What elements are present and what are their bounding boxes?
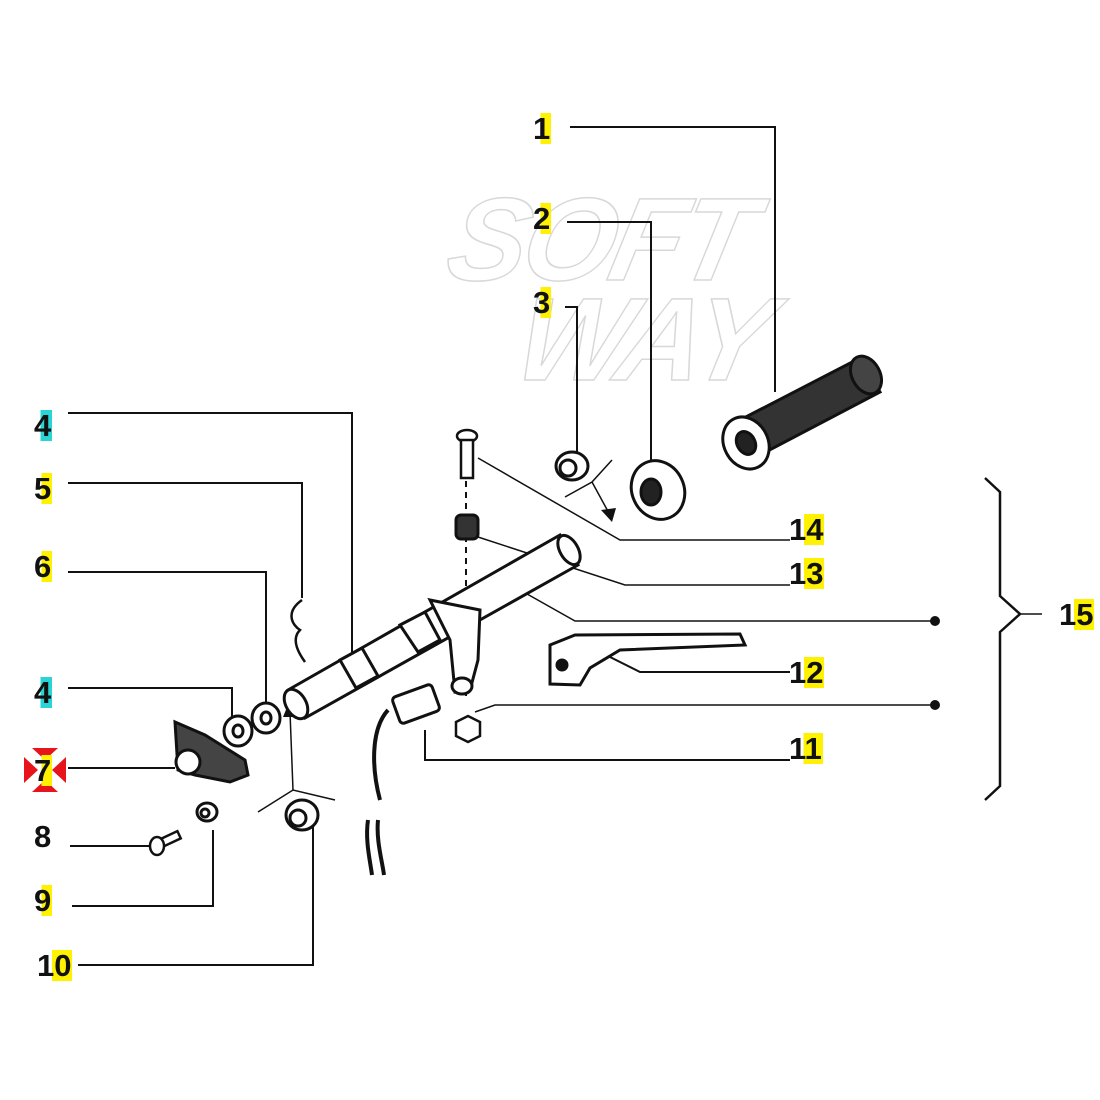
- part-bushing-3: [554, 450, 590, 482]
- callout-9[interactable]: 9: [33, 883, 53, 918]
- callout-1[interactable]: 1: [532, 111, 552, 146]
- part-grip-1: [721, 354, 884, 471]
- part-bushing-10: [284, 798, 320, 832]
- callout-6[interactable]: 6: [33, 549, 53, 584]
- leader-10: [78, 820, 314, 966]
- leader-2: [567, 221, 652, 468]
- leader-4b: [68, 687, 233, 720]
- callout-11[interactable]: 11: [788, 731, 823, 766]
- part-bolt-14: [455, 428, 479, 480]
- leader-15a: [519, 589, 935, 622]
- leader-6: [68, 571, 267, 706]
- leader-11: [424, 730, 790, 761]
- callout-4-bottom[interactable]: 4: [33, 675, 53, 710]
- leader-12: [599, 651, 790, 673]
- callout-14[interactable]: 14: [788, 512, 825, 547]
- callout-12[interactable]: 12: [788, 655, 825, 690]
- dot-15b: [930, 700, 940, 710]
- callout-13[interactable]: 13: [788, 556, 825, 591]
- callout-10[interactable]: 10: [36, 948, 73, 983]
- leader-1: [570, 126, 776, 392]
- part-nut: [454, 714, 482, 744]
- callout-4-top[interactable]: 4: [33, 408, 53, 443]
- selection-marker-icon: [24, 748, 66, 792]
- part-washer-4: [222, 714, 254, 748]
- callout-5[interactable]: 5: [33, 471, 53, 506]
- part-washer-6: [250, 701, 282, 735]
- callout-7[interactable]: 7: [33, 753, 53, 788]
- part-ring-2: [629, 459, 687, 521]
- callout-15[interactable]: 15: [1058, 597, 1095, 632]
- leader-5: [68, 482, 303, 598]
- part-switch-11: [365, 683, 441, 876]
- part-screw-8: [148, 829, 183, 857]
- arrow-head-14: [601, 508, 616, 522]
- part-washer-9: [195, 801, 219, 823]
- leader-4a: [68, 412, 353, 652]
- part-bracket-7: [173, 719, 250, 784]
- leader-15b: [474, 704, 935, 713]
- callout-8[interactable]: 8: [34, 819, 52, 854]
- dot-15a: [930, 616, 940, 626]
- callout-2[interactable]: 2: [532, 201, 552, 236]
- bracket-15: [984, 477, 1022, 801]
- part-handlebar-tube: [282, 532, 582, 721]
- leader-3: [565, 306, 578, 455]
- part-clip-5: [290, 598, 307, 663]
- leader-14: [477, 457, 790, 541]
- leader-9: [72, 830, 214, 907]
- part-lever-12: [548, 632, 748, 687]
- leader-lines: [68, 126, 1042, 966]
- callout-3[interactable]: 3: [532, 285, 552, 320]
- part-spring-13: [454, 513, 480, 541]
